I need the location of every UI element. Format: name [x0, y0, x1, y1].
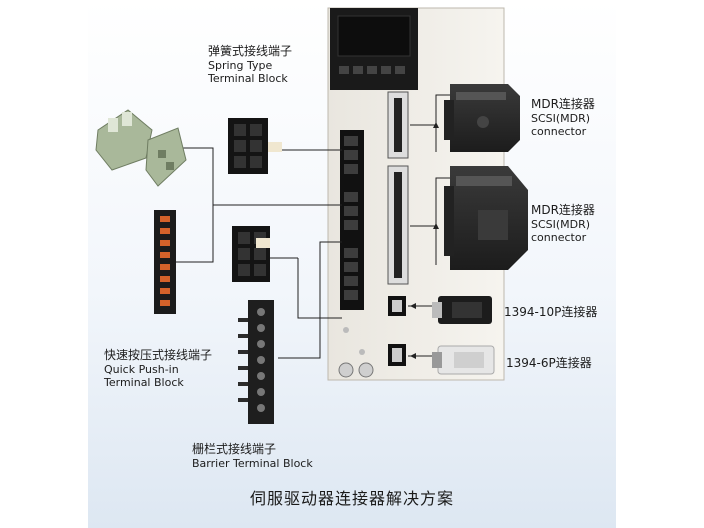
- diagram-graphics: [95, 7, 528, 424]
- label-mdr2-en2: connector: [531, 231, 587, 244]
- diagram-stage: 弹簧式接线端子 Spring Type Terminal Block 快速按压式…: [88, 0, 616, 528]
- label-spring-zh: 弹簧式接线端子: [208, 44, 293, 58]
- label-mdr-2: MDR连接器 SCSI(MDR) connector: [531, 203, 595, 244]
- label-mdr2-en1: SCSI(MDR): [531, 218, 591, 231]
- diagram-caption: 伺服驱动器连接器解决方案: [249, 489, 454, 508]
- label-1394-10p: 1394-10P连接器: [504, 305, 598, 319]
- label-spring-en2: Terminal Block: [208, 72, 288, 85]
- label-barrier-en1: Barrier Terminal Block: [192, 457, 313, 470]
- line-arrows: [410, 122, 439, 359]
- barrier-terminal-block: [238, 300, 274, 424]
- mdr-connector-small: [444, 84, 520, 152]
- label-spring-terminal: 弹簧式接线端子 Spring Type Terminal Block: [208, 44, 292, 85]
- label-barrier-zh: 栅栏式接线端子: [192, 442, 277, 456]
- label-mdr1-en1: SCSI(MDR): [531, 112, 591, 125]
- label-1394-6p: 1394-6P连接器: [506, 356, 592, 370]
- label-mdr1-en2: connector: [531, 125, 587, 138]
- label-quick-terminal: 快速按压式接线端子 Quick Push-in Terminal Block: [104, 348, 212, 389]
- label-mdr2-zh: MDR连接器: [531, 203, 595, 217]
- label-spring-en1: Spring Type: [208, 59, 273, 72]
- 1394-10p-connector: [432, 296, 492, 324]
- label-mdr1-zh: MDR连接器: [531, 97, 595, 111]
- label-mdr-1: MDR连接器 SCSI(MDR) connector: [531, 97, 595, 138]
- quick-push-in-block: [154, 210, 176, 314]
- label-quick-en2: Terminal Block: [104, 376, 184, 389]
- label-quick-zh: 快速按压式接线端子: [104, 348, 213, 362]
- mdr-connector-large: [444, 166, 528, 270]
- quick-plug-connector: [232, 226, 270, 282]
- spring-plug-connector: [228, 118, 282, 174]
- label-barrier-terminal: 栅栏式接线端子 Barrier Terminal Block: [192, 442, 313, 470]
- label-quick-en1: Quick Push-in: [104, 363, 179, 376]
- spring-terminal-block-green: [95, 109, 187, 187]
- 1394-6p-connector: [432, 345, 495, 375]
